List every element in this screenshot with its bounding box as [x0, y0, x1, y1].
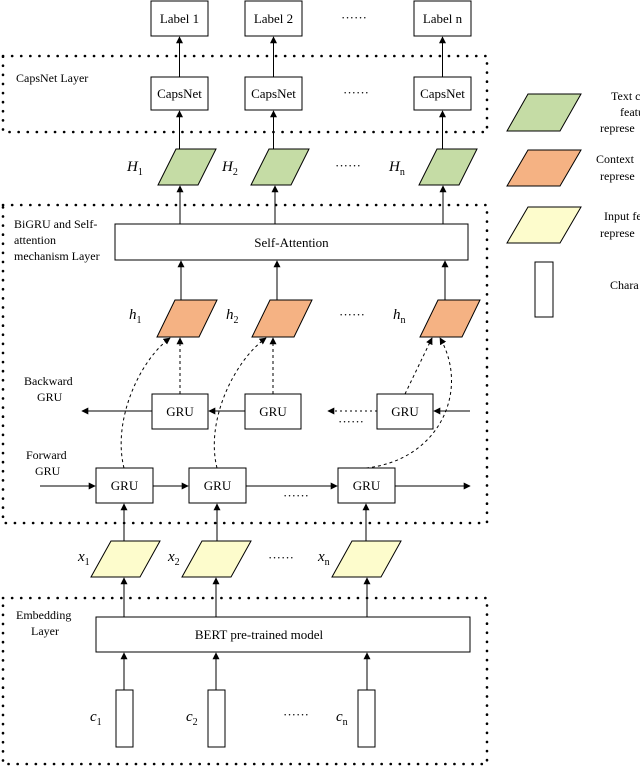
- bigru-layer-title-line3: mechanism Layer: [14, 249, 100, 263]
- h-upper-symbol-1: H1: [126, 159, 143, 178]
- h-upper-symbol-2: H2: [221, 159, 238, 178]
- forward-gru-ellipsis: ······: [283, 488, 309, 503]
- legend-text-feature-line3: represe: [600, 121, 635, 135]
- forward-gru-label-line1: Forward: [26, 448, 67, 462]
- legend-context-line1: Context: [596, 152, 635, 166]
- forward-gru-1-text: GRU: [111, 478, 139, 493]
- c-ellipsis: ······: [283, 707, 309, 722]
- bigru-layer-title-line1: BiGRU and Self-: [14, 217, 97, 231]
- backward-gru-n-text: GRU: [391, 404, 419, 419]
- c-symbol-2: c2: [186, 709, 198, 728]
- h-upper-parallelogram-1: [157, 148, 217, 186]
- char-box-n: [357, 689, 376, 748]
- label-box-n: Label n: [413, 0, 472, 37]
- self-attention-text: Self-Attention: [254, 235, 329, 250]
- embedding-layer-title-line1: Embedding: [16, 608, 71, 622]
- backward-gru-box-2: GRU: [244, 393, 302, 430]
- x-parallelogram-2: [181, 540, 252, 578]
- h-lower-symbol-2: h2: [226, 307, 239, 326]
- forward-gru-n-text: GRU: [353, 478, 381, 493]
- capsnet-box-1: CapsNet: [150, 76, 209, 111]
- legend-input-feature-line2: represe: [600, 226, 635, 240]
- legend-input-feature-line1: Input fe: [604, 209, 640, 223]
- capsnet-ellipsis: ······: [343, 85, 369, 100]
- h-lower-symbol-1: h1: [129, 307, 142, 326]
- legend: Text c featu represe Context represe Inp…: [506, 89, 640, 318]
- capsnet-n-text: CapsNet: [420, 86, 465, 101]
- x-ellipsis: ······: [268, 550, 294, 565]
- self-attention-box: Self-Attention: [114, 223, 469, 261]
- x-symbol-n: xn: [317, 549, 330, 568]
- char-box-1: [115, 689, 134, 748]
- backward-gru-1-text: GRU: [166, 404, 194, 419]
- backward-gru-box-1: GRU: [151, 393, 209, 430]
- x-symbol-1: x1: [77, 549, 90, 568]
- backward-gru-label-line1: Backward: [24, 374, 73, 388]
- h-upper-ellipsis: ······: [335, 158, 361, 173]
- label-box-1: Label 1: [150, 0, 209, 37]
- c-symbol-n: cn: [336, 709, 348, 728]
- legend-swatch-character: [534, 261, 554, 318]
- forward-gru-box-n: GRU: [337, 467, 396, 504]
- h-upper-parallelogram-2: [250, 148, 310, 186]
- char-box-2: [207, 689, 226, 748]
- forward-gru-2-text: GRU: [204, 478, 232, 493]
- dashed-forwardn-hn: [365, 337, 453, 469]
- h-lower-parallelogram-2: [251, 299, 313, 338]
- forward-gru-label-line2: GRU: [35, 464, 61, 478]
- backward-gru-ellipsis: ······: [338, 414, 364, 429]
- legend-swatch-text-feature: [506, 93, 582, 132]
- capsnet-box-2: CapsNet: [244, 76, 303, 111]
- legend-swatch-context: [506, 149, 582, 187]
- bigru-layer-title-line2: attention: [14, 233, 56, 247]
- bert-text: BERT pre-trained model: [195, 627, 324, 642]
- label-2-text: Label 2: [254, 11, 293, 26]
- capsnet-2-text: CapsNet: [251, 86, 296, 101]
- h-lower-parallelogram-n: [419, 299, 481, 338]
- capsnet-layer-boundary: [1, 54, 489, 134]
- label-n-text: Label n: [423, 11, 463, 26]
- legend-text-feature-line2: featu: [620, 105, 640, 119]
- dashed-backwardn-hn: [404, 337, 433, 395]
- backward-gru-box-n: GRU: [376, 393, 434, 430]
- embedding-layer-title-line2: Layer: [31, 624, 59, 638]
- embedding-layer-boundary: [1, 596, 489, 766]
- forward-gru-box-2: GRU: [188, 467, 247, 504]
- legend-context-line2: represe: [600, 169, 635, 183]
- legend-character-line1: Chara: [610, 278, 639, 292]
- h-lower-symbol-n: hn: [393, 307, 406, 326]
- c-symbol-1: c1: [90, 709, 102, 728]
- backward-gru-label-line2: GRU: [37, 390, 63, 404]
- h-upper-symbol-n: Hn: [388, 159, 405, 178]
- h-lower-ellipsis: ······: [339, 307, 365, 322]
- bert-box: BERT pre-trained model: [95, 616, 471, 653]
- backward-gru-2-text: GRU: [259, 404, 287, 419]
- forward-gru-box-1: GRU: [95, 467, 154, 504]
- h-lower-parallelogram-1: [156, 299, 218, 338]
- x-parallelogram-1: [90, 540, 161, 578]
- legend-text-feature-line1: Text c: [611, 89, 640, 103]
- legend-swatch-input-feature: [506, 206, 582, 244]
- capsnet-box-n: CapsNet: [413, 76, 472, 111]
- label-1-text: Label 1: [160, 11, 199, 26]
- h-upper-parallelogram-n: [418, 148, 478, 186]
- labels-ellipsis: ······: [341, 10, 367, 25]
- x-parallelogram-n: [331, 540, 402, 578]
- x-symbol-2: x2: [167, 549, 180, 568]
- capsnet-1-text: CapsNet: [157, 86, 202, 101]
- capsnet-layer-title: CapsNet Layer: [16, 71, 88, 85]
- label-box-2: Label 2: [244, 0, 303, 37]
